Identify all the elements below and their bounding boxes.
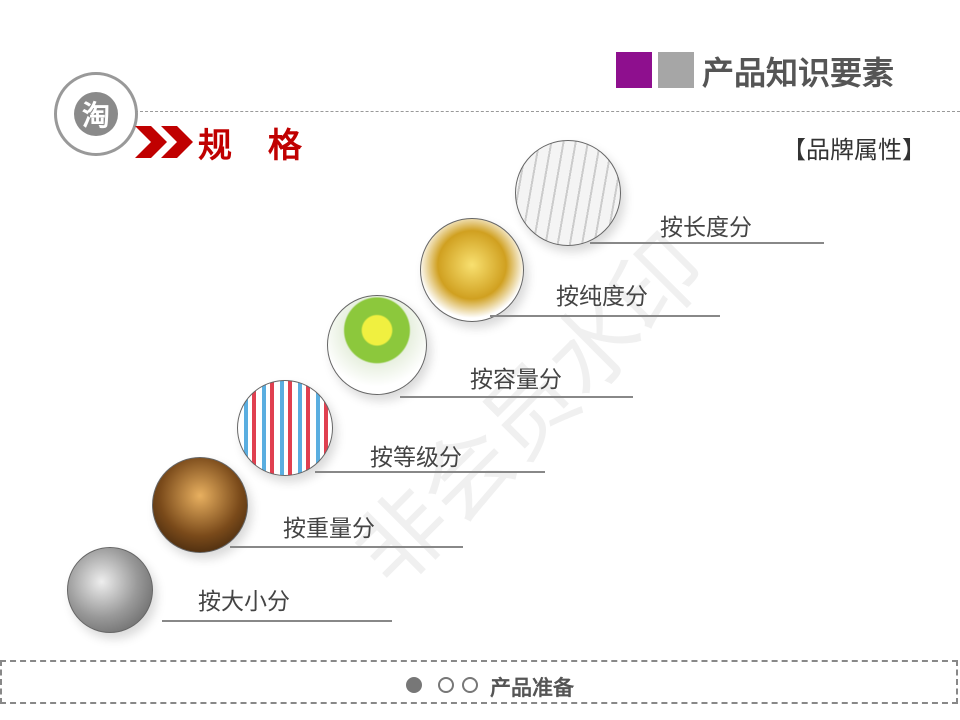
metal-weights-image: [67, 547, 153, 633]
progress-dot-filled: [406, 677, 422, 693]
double-chevron-icon: [135, 126, 193, 158]
divider: [135, 111, 960, 112]
nesting-bowls-image: [327, 295, 427, 395]
item-label: 按重量分: [283, 516, 375, 542]
footer-label: 产品准备: [490, 676, 574, 700]
item-label: 按纯度分: [556, 284, 648, 310]
item-underline: [315, 471, 545, 473]
university-logo: 淘: [54, 72, 138, 156]
balance-scale-image: [152, 457, 248, 553]
item-underline: [490, 315, 720, 317]
item-label: 按等级分: [370, 445, 462, 471]
item-underline: [400, 396, 633, 398]
gray-square: [658, 52, 694, 88]
page-title: 产品知识要素: [702, 54, 895, 92]
item-underline: [230, 546, 463, 548]
progress-dot-empty: [462, 677, 478, 693]
measuring-tape-image: [515, 140, 621, 246]
item-label: 按容量分: [470, 367, 562, 393]
item-label: 按长度分: [660, 215, 752, 241]
progress-dot-empty: [438, 677, 454, 693]
gold-bars-image: [420, 218, 524, 322]
brand-attribute-label: 【品牌属性】: [782, 136, 926, 164]
item-label: 按大小分: [198, 589, 290, 615]
watermark: 非会员水印: [334, 214, 728, 608]
seller-rating-chart-image: [237, 380, 333, 476]
item-underline: [162, 620, 392, 622]
purple-square: [616, 52, 652, 88]
item-underline: [590, 242, 824, 244]
footer-bar: [0, 660, 958, 704]
logo-char: 淘: [74, 92, 118, 136]
section-heading: 规 格: [198, 126, 314, 166]
